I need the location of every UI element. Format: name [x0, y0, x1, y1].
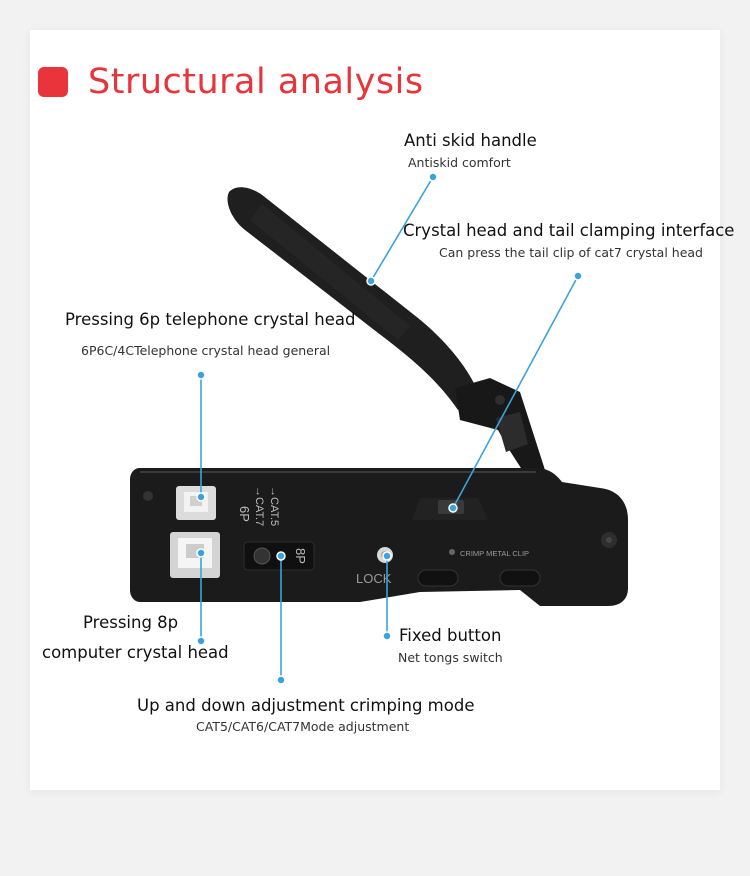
- rivet: [143, 491, 153, 501]
- dot-6p-top: [196, 370, 206, 380]
- dot-adjust-top: [276, 551, 286, 561]
- marking-lock: LOCK: [356, 571, 392, 586]
- dot-anti-skid-bottom: [366, 276, 376, 286]
- dot-8p-bottom: [196, 636, 206, 646]
- leader-anti-skid: [370, 176, 434, 282]
- dot-fixed-bottom: [382, 631, 392, 641]
- rivet: [495, 395, 505, 405]
- callout-adjustment-sub: CAT5/CAT6/CAT7Mode adjustment: [196, 719, 410, 734]
- slot-right: [499, 569, 541, 587]
- dot-crystal-bottom: [448, 503, 458, 513]
- callout-anti-skid-sub: Antiskid comfort: [408, 155, 511, 170]
- dot-6p-bottom: [196, 492, 206, 502]
- marking-6p: 6P: [237, 506, 252, 522]
- callout-crystal-tail-sub: Can press the tail clip of cat7 crystal …: [439, 245, 703, 260]
- page-title: Structural analysis: [88, 62, 424, 102]
- marking-8p: 8P: [293, 548, 308, 564]
- callout-6p-sub: 6P6C/4CTelephone crystal head general: [81, 343, 331, 358]
- callout-crystal-tail-label: Crystal head and tail clamping interface: [403, 221, 735, 240]
- callout-adjustment-label: Up and down adjustment crimping mode: [137, 696, 475, 715]
- dot-adjust-bottom: [276, 675, 286, 685]
- mode-slider-knob: [253, 547, 271, 565]
- dot-anti-skid-top: [428, 172, 438, 182]
- dot-fixed-top: [382, 551, 392, 561]
- slot-left: [417, 569, 459, 587]
- marking-crimp: CRIMP METAL CLIP: [460, 549, 529, 558]
- marking-cat5: →CAT.5: [268, 486, 280, 526]
- callout-6p-label: Pressing 6p telephone crystal head: [65, 310, 356, 329]
- content-card: [30, 30, 720, 790]
- callout-fixed-button-label: Fixed button: [399, 626, 502, 645]
- dot-8p-top: [196, 548, 206, 558]
- leader-crystal-tail: [452, 275, 579, 509]
- dot-crystal-top: [573, 271, 583, 281]
- callout-8p-label-line1: Pressing 8p: [83, 613, 179, 632]
- callout-fixed-button-sub: Net tongs switch: [398, 650, 503, 665]
- callout-anti-skid-label: Anti skid handle: [404, 131, 537, 150]
- title-marker-icon: [38, 67, 68, 97]
- section-header: Structural analysis: [38, 58, 424, 106]
- callout-8p-label-line2: computer crystal head: [42, 643, 229, 662]
- marking-cat7: →CAT.7: [253, 486, 265, 526]
